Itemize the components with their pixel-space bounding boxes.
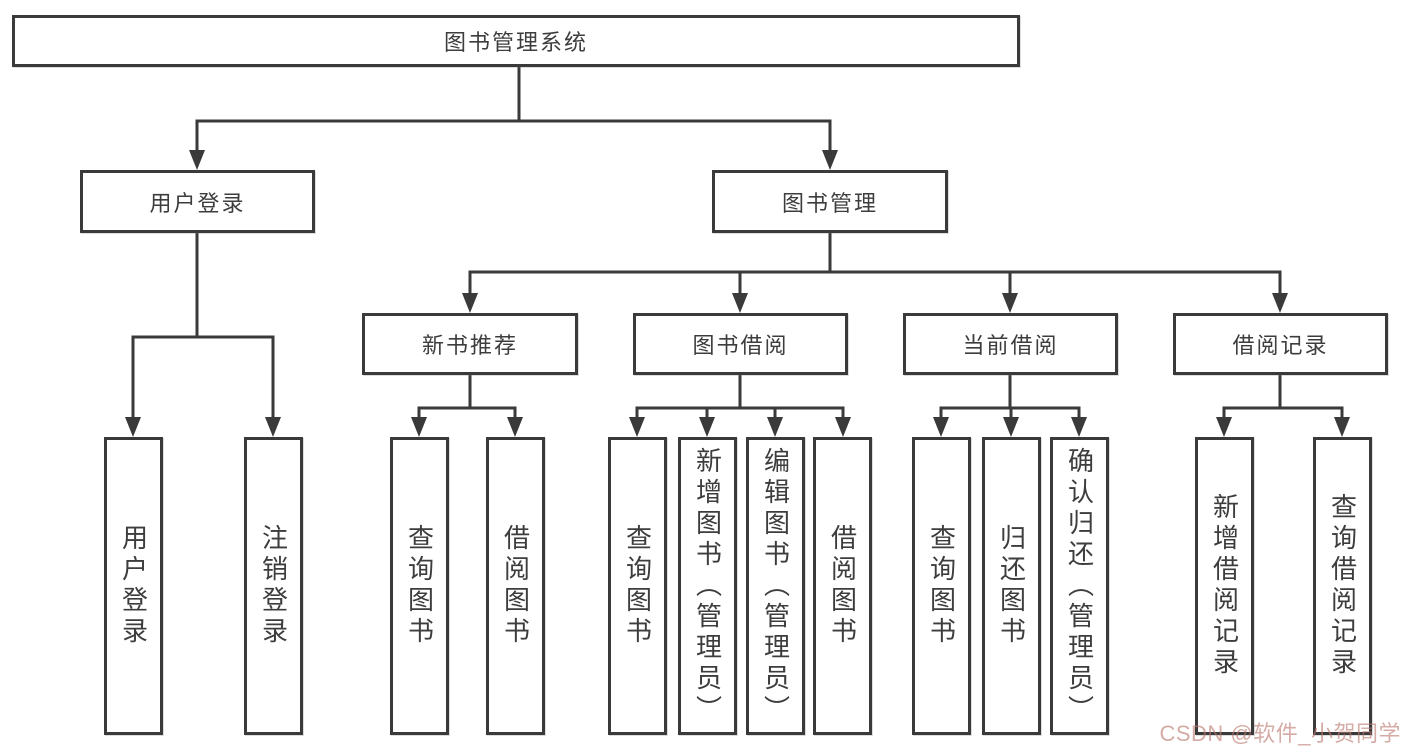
leaf-query-books-recommend-label: 查询图书 — [404, 524, 435, 648]
node-user-login: 用户登录 — [80, 170, 315, 233]
leaf-query-borrow-record: 查询借阅记录 — [1313, 437, 1372, 735]
node-book-borrowing: 图书借阅 — [633, 313, 848, 375]
leaf-query-borrow-record-label: 查询借阅记录 — [1327, 493, 1358, 679]
node-current-borrowing-label: 当前借阅 — [962, 333, 1059, 358]
leaf-confirm-return-admin-label: 确认归还（管理员） — [1064, 446, 1095, 726]
csdn-watermark: CSDN @软件_小贺同学 — [1159, 721, 1401, 746]
leaf-query-books-recommend: 查询图书 — [390, 437, 449, 735]
leaf-add-borrow-record: 新增借阅记录 — [1195, 437, 1254, 735]
leaf-borrow-books-recommend-label: 借阅图书 — [500, 524, 531, 648]
node-current-borrowing: 当前借阅 — [903, 313, 1118, 375]
leaf-borrow-books-borrowing-label: 借阅图书 — [827, 524, 858, 648]
leaf-add-borrow-record-label: 新增借阅记录 — [1209, 493, 1240, 679]
node-user-login-label: 用户登录 — [149, 190, 246, 216]
leaf-user-login: 用户登录 — [104, 437, 163, 735]
leaf-query-books-borrowing: 查询图书 — [608, 437, 667, 735]
leaf-return-books: 归还图书 — [982, 437, 1041, 735]
node-book-management: 图书管理 — [712, 170, 948, 233]
leaf-return-books-label: 归还图书 — [996, 524, 1027, 648]
leaf-add-books-admin: 新增图书（管理员） — [678, 437, 737, 735]
leaf-user-login-label: 用户登录 — [118, 524, 149, 648]
root-node-label: 图书管理系统 — [443, 30, 588, 55]
node-borrowing-records-label: 借阅记录 — [1232, 333, 1329, 358]
leaf-edit-books-admin-label: 编辑图书（管理员） — [760, 446, 791, 726]
leaf-edit-books-admin: 编辑图书（管理员） — [746, 437, 805, 735]
node-new-book-recommendation: 新书推荐 — [362, 313, 578, 375]
leaf-query-books-current: 查询图书 — [912, 437, 971, 735]
leaf-logout-label: 注销登录 — [258, 524, 289, 648]
leaf-confirm-return-admin: 确认归还（管理员） — [1050, 437, 1109, 735]
leaf-query-books-borrowing-label: 查询图书 — [622, 524, 653, 648]
leaf-add-books-admin-label: 新增图书（管理员） — [692, 446, 723, 726]
leaf-borrow-books-borrowing: 借阅图书 — [813, 437, 872, 735]
leaf-logout: 注销登录 — [244, 437, 303, 735]
node-borrowing-records: 借阅记录 — [1173, 313, 1388, 375]
node-new-book-recommendation-label: 新书推荐 — [421, 333, 518, 358]
node-book-management-label: 图书管理 — [781, 190, 878, 216]
leaf-borrow-books-recommend: 借阅图书 — [486, 437, 545, 735]
node-book-borrowing-label: 图书借阅 — [692, 333, 789, 358]
root-node-library-management-system: 图书管理系统 — [12, 15, 1020, 67]
leaf-query-books-current-label: 查询图书 — [926, 524, 957, 648]
